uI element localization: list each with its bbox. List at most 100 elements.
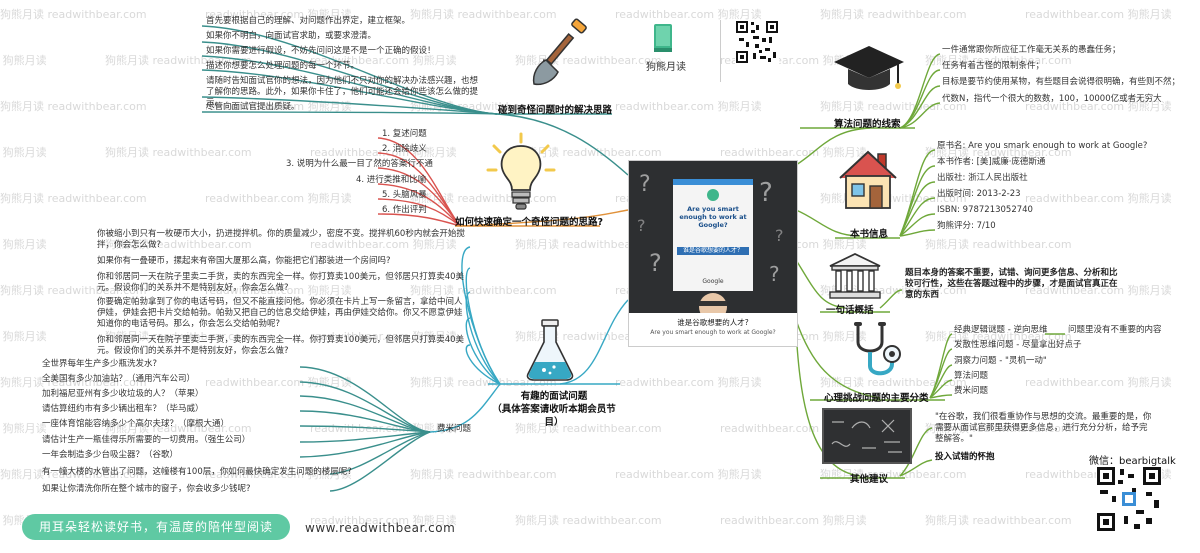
book-item-2: 本书作者: [美]威廉·庞德斯通 (937, 157, 1046, 167)
connector-interesting-main (559, 299, 629, 385)
brand-divider (720, 20, 721, 82)
connector-psy-5 (929, 394, 953, 399)
connector-other-1 (899, 427, 933, 477)
psy-item-2: 发散性思维问题 - 尽量拿出好点子 (954, 340, 1082, 350)
house-icon (838, 148, 898, 214)
interesting-title-line: 有趣的面试问题 （具体答案请收听本期会员节目） (492, 391, 616, 428)
strange-item-1: 首先要根据自己的理解、对问题作出界定，建立框架。 (206, 16, 411, 26)
connector-psy-2 (929, 348, 953, 399)
qr-code-bottom[interactable] (1096, 466, 1162, 536)
website-link[interactable]: www.readwithbear.com (305, 521, 456, 535)
connector-summary-1 (879, 289, 903, 309)
algo-item-4: 代数N，指代一个很大的数数，100，10000亿或者无穷大 (942, 94, 1162, 104)
connector-book-main (795, 209, 861, 237)
connector-fermi-5 (299, 425, 431, 433)
svg-text:?: ? (639, 172, 651, 197)
connector-fermi-4 (299, 410, 431, 433)
interesting-item-4: 你要确定帕勃拿到了你的电话号码，但又不能直接问他。你必须在卡片上写一条留言，拿给… (97, 297, 463, 329)
quick-item-5: 5. 头脑风暴 (382, 190, 427, 200)
connector-fermi-9 (329, 431, 431, 492)
brand-name: 狗熊月读 (646, 62, 686, 73)
fermi-label: 费米问题 (437, 424, 472, 434)
connector-strange-main (496, 113, 629, 176)
bank-icon (828, 252, 882, 304)
svg-text:?: ? (759, 178, 773, 208)
connector-fermi-1 (299, 366, 431, 433)
other-quote: "在谷歌，我们很看重协作与思想的交流。最重要的是，你需要从面试官那里获得更多信息… (935, 412, 1152, 444)
cover-title-cn: 谁是谷歌想要的人才？ (677, 247, 749, 255)
connector-other-main (795, 329, 861, 477)
connector-int-2 (465, 267, 501, 385)
branch-title-algorithm: 算法问题的线索 (834, 119, 901, 130)
quick-item-4: 4. 进行类推和比喻 (356, 175, 427, 185)
strange-item-4: 描述你想要怎么处理问题的每一个环节。 (206, 61, 360, 71)
quick-item-1: 1. 复述问题 (382, 129, 427, 139)
connector-book-5 (899, 213, 936, 237)
connector-int-4 (465, 317, 501, 385)
algo-item-1: 一件通常跟你所应征工作毫无关系的愚蠢任务； (942, 45, 1121, 55)
branch-title-psychology: 心理挑战问题的主要分类 (824, 393, 929, 404)
fermi-item-9: 如果让你清洗你所在整个城市的窗子，你会收多少钱呢? (42, 484, 251, 494)
strange-item-2: 如果你不明白，向面试官求助，或要求澄清。 (206, 31, 377, 41)
qr-code-top[interactable] (735, 20, 779, 68)
fermi-item-6: 请估计生产一瓶佳得乐所需要的一切费用。（强生公司） (42, 435, 251, 445)
connector-int-fermi (429, 383, 501, 433)
book-item-4: 出版时间: 2013-2-23 (937, 189, 1021, 199)
algo-item-3: 目标是要节约使用某物，有些题目会说得很明确，有些则不然； (942, 77, 1181, 87)
branch-title-interesting: 有趣的面试问题 （具体答案请收听本期会员节目） (486, 390, 622, 429)
psy-item-3: 洞察力问题 - "灵机一动" (954, 356, 1047, 366)
connector-quick-3 (377, 167, 461, 227)
connector-algo-main (795, 127, 871, 166)
connector-book-3 (899, 181, 936, 237)
graduation-cap-icon (832, 44, 906, 100)
psy-item-4: 算法问题 (954, 371, 989, 381)
psy-note: 问题里没有不重要的内容 (1068, 325, 1162, 335)
flask-icon (522, 318, 578, 386)
center-caption-en: Are you smart enough to work at Google? (650, 329, 776, 336)
connector-strange-6 (201, 111, 498, 115)
connector-psy-4 (929, 379, 953, 399)
connector-psy-main (795, 319, 881, 399)
svg-text:?: ? (637, 216, 646, 235)
connector-fermi-7 (299, 431, 431, 458)
connector-fermi-8 (329, 431, 431, 475)
connector-book-4 (899, 197, 936, 237)
interesting-item-2: 如果你有一叠硬币，摞起来有帝国大厦那么高，你能把它们都装进一个房间吗? (97, 256, 391, 266)
branch-title-book-info: 本书信息 (850, 229, 889, 240)
psy-item-1: 经典逻辑谜题 - 逆向思维 (954, 325, 1048, 335)
algo-item-2: 任务有着古怪的限制条件； (942, 61, 1045, 71)
svg-text:?: ? (649, 249, 662, 277)
connector-int-3 (465, 291, 501, 385)
fermi-item-3: 加利福尼亚州有多少收垃圾的人？（苹果） (42, 389, 204, 399)
slogan-pill[interactable]: 用耳朵轻松读好书，有温度的陪伴型阅读 (22, 514, 290, 540)
branch-title-quick: 如何快速确定一个奇怪问题的思路? (455, 217, 604, 228)
strange-item-6: 尽管向面试官提出质疑。 (206, 102, 300, 112)
connector-algo-4 (899, 102, 941, 129)
quick-item-2: 2. 消除歧义 (382, 144, 427, 154)
strange-item-5: 请随时告知面试官你的想法，因为他们不只对你的解决办法感兴趣，也想了解你的思路。此… (206, 76, 479, 108)
branch-title-summary: 一句话概括 (826, 305, 874, 316)
cover-title-en: Are you smart enough to work at Google? (679, 205, 747, 229)
connector-strange-1 (201, 25, 498, 115)
psy-item-5: 费米问题 (954, 386, 989, 396)
chalkboard-cover-art: ? ? ? ? ? ? Google (629, 161, 797, 321)
interesting-item-3: 你和邻居同一天在院子里卖二手货，卖的东西完全一样。你打算卖100美元，但邻居只打… (97, 272, 465, 293)
connector-quick-main (459, 209, 629, 227)
svg-text:?: ? (775, 226, 784, 245)
fermi-item-2: 全美国有多少加油站？（通用汽车公司） (42, 374, 196, 384)
branch-title-other: 其他建议 (850, 474, 889, 485)
connector-psy-3 (929, 364, 953, 399)
connector-quick-5 (377, 198, 461, 227)
connector-strange-4 (201, 69, 498, 115)
interesting-item-5: 你和邻居同一天在院子里卖二手货，卖的东西完全一样。你打算卖100美元，但邻居只打… (97, 335, 465, 356)
chalkboard-icon (822, 408, 912, 468)
connector-summary-main (795, 259, 846, 309)
connector-quick-4 (377, 183, 461, 227)
svg-text:?: ? (769, 262, 780, 286)
branch-title-strange: 碰到奇怪问题时的解决思路 (498, 105, 613, 116)
connector-book-6 (899, 229, 936, 237)
book-item-3: 出版社: 浙江人民出版社 (937, 173, 1028, 183)
book-item-6: 狗熊评分: 7/10 (937, 221, 996, 231)
